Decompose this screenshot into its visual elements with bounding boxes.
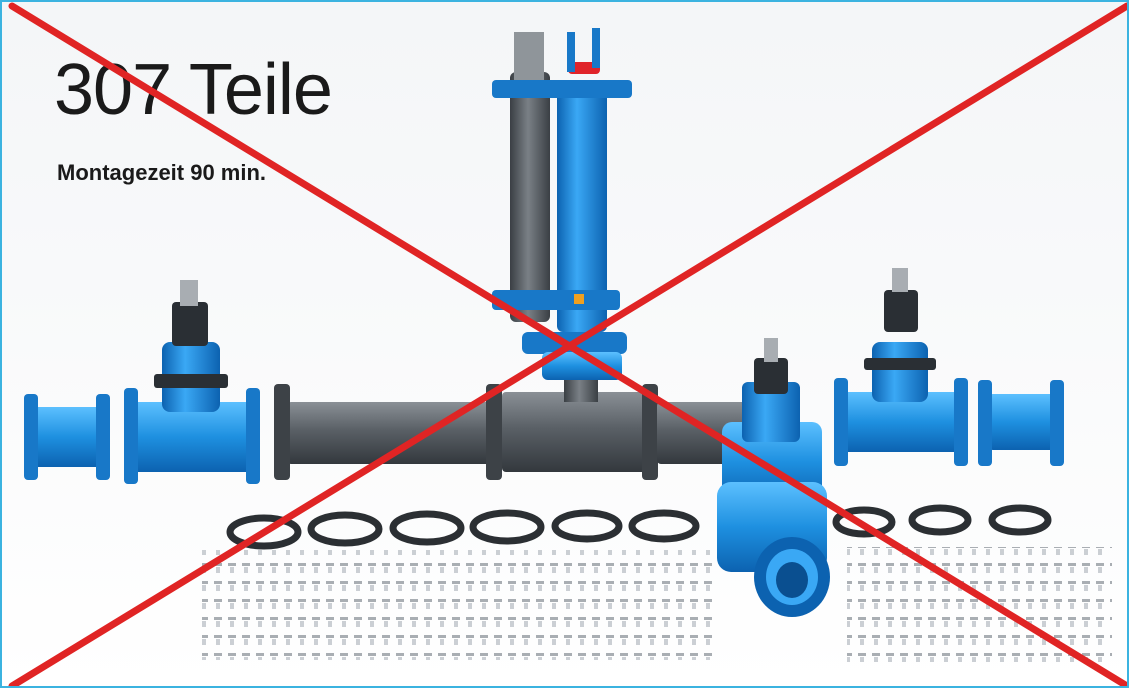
gate-valve-right <box>834 268 968 466</box>
gaskets <box>226 504 1052 550</box>
right-flange-adapter <box>978 380 1064 466</box>
bolts-and-nuts <box>202 547 1112 662</box>
hydrant-assembly <box>492 28 632 380</box>
left-flange-adapter <box>24 394 110 480</box>
gate-valve-left <box>124 280 260 484</box>
assembly-time-subline: Montagezeit 90 min. <box>57 160 267 185</box>
